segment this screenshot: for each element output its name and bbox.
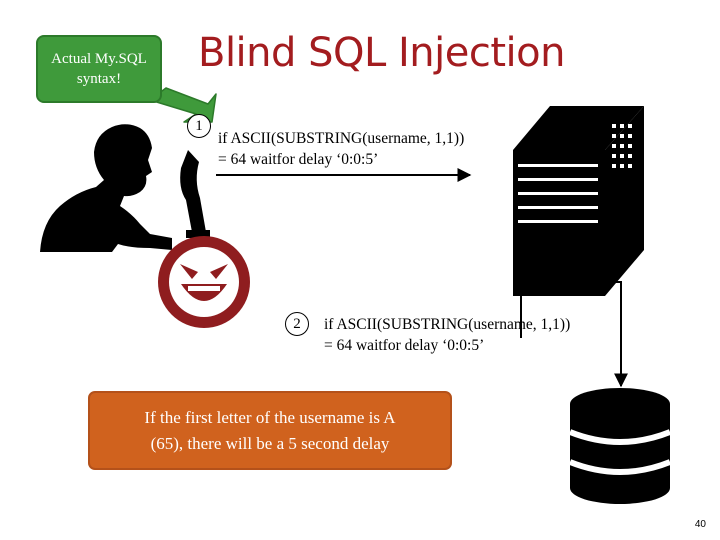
- database-icon: [568, 388, 672, 504]
- server-to-database-arrow: [602, 281, 628, 388]
- syntax-callout-text: Actual My.SQL syntax!: [51, 50, 147, 87]
- step-2-number: 2: [293, 315, 301, 332]
- slide-number: 40: [694, 519, 706, 530]
- step-2-badge: 2: [285, 312, 309, 336]
- step-1-query: if ASCII(SUBSTRING(username, 1,1)) = 64 …: [218, 130, 465, 169]
- evil-smiley-icon: [158, 236, 250, 328]
- explanation-callout: If the first letter of the username is A…: [88, 391, 452, 470]
- syntax-callout: Actual My.SQL syntax!: [36, 35, 162, 103]
- explanation-callout-text: If the first letter of the username is A…: [144, 408, 396, 453]
- slide-title: Blind SQL Injection: [198, 30, 565, 76]
- step-1-number: 1: [195, 117, 203, 134]
- hacker-silhouette-icon: [40, 124, 210, 252]
- step-2-query: if ASCII(SUBSTRING(username, 1,1)) = 64 …: [324, 316, 571, 355]
- server-tower-icon: [513, 106, 644, 296]
- step-1-badge: 1: [187, 114, 211, 138]
